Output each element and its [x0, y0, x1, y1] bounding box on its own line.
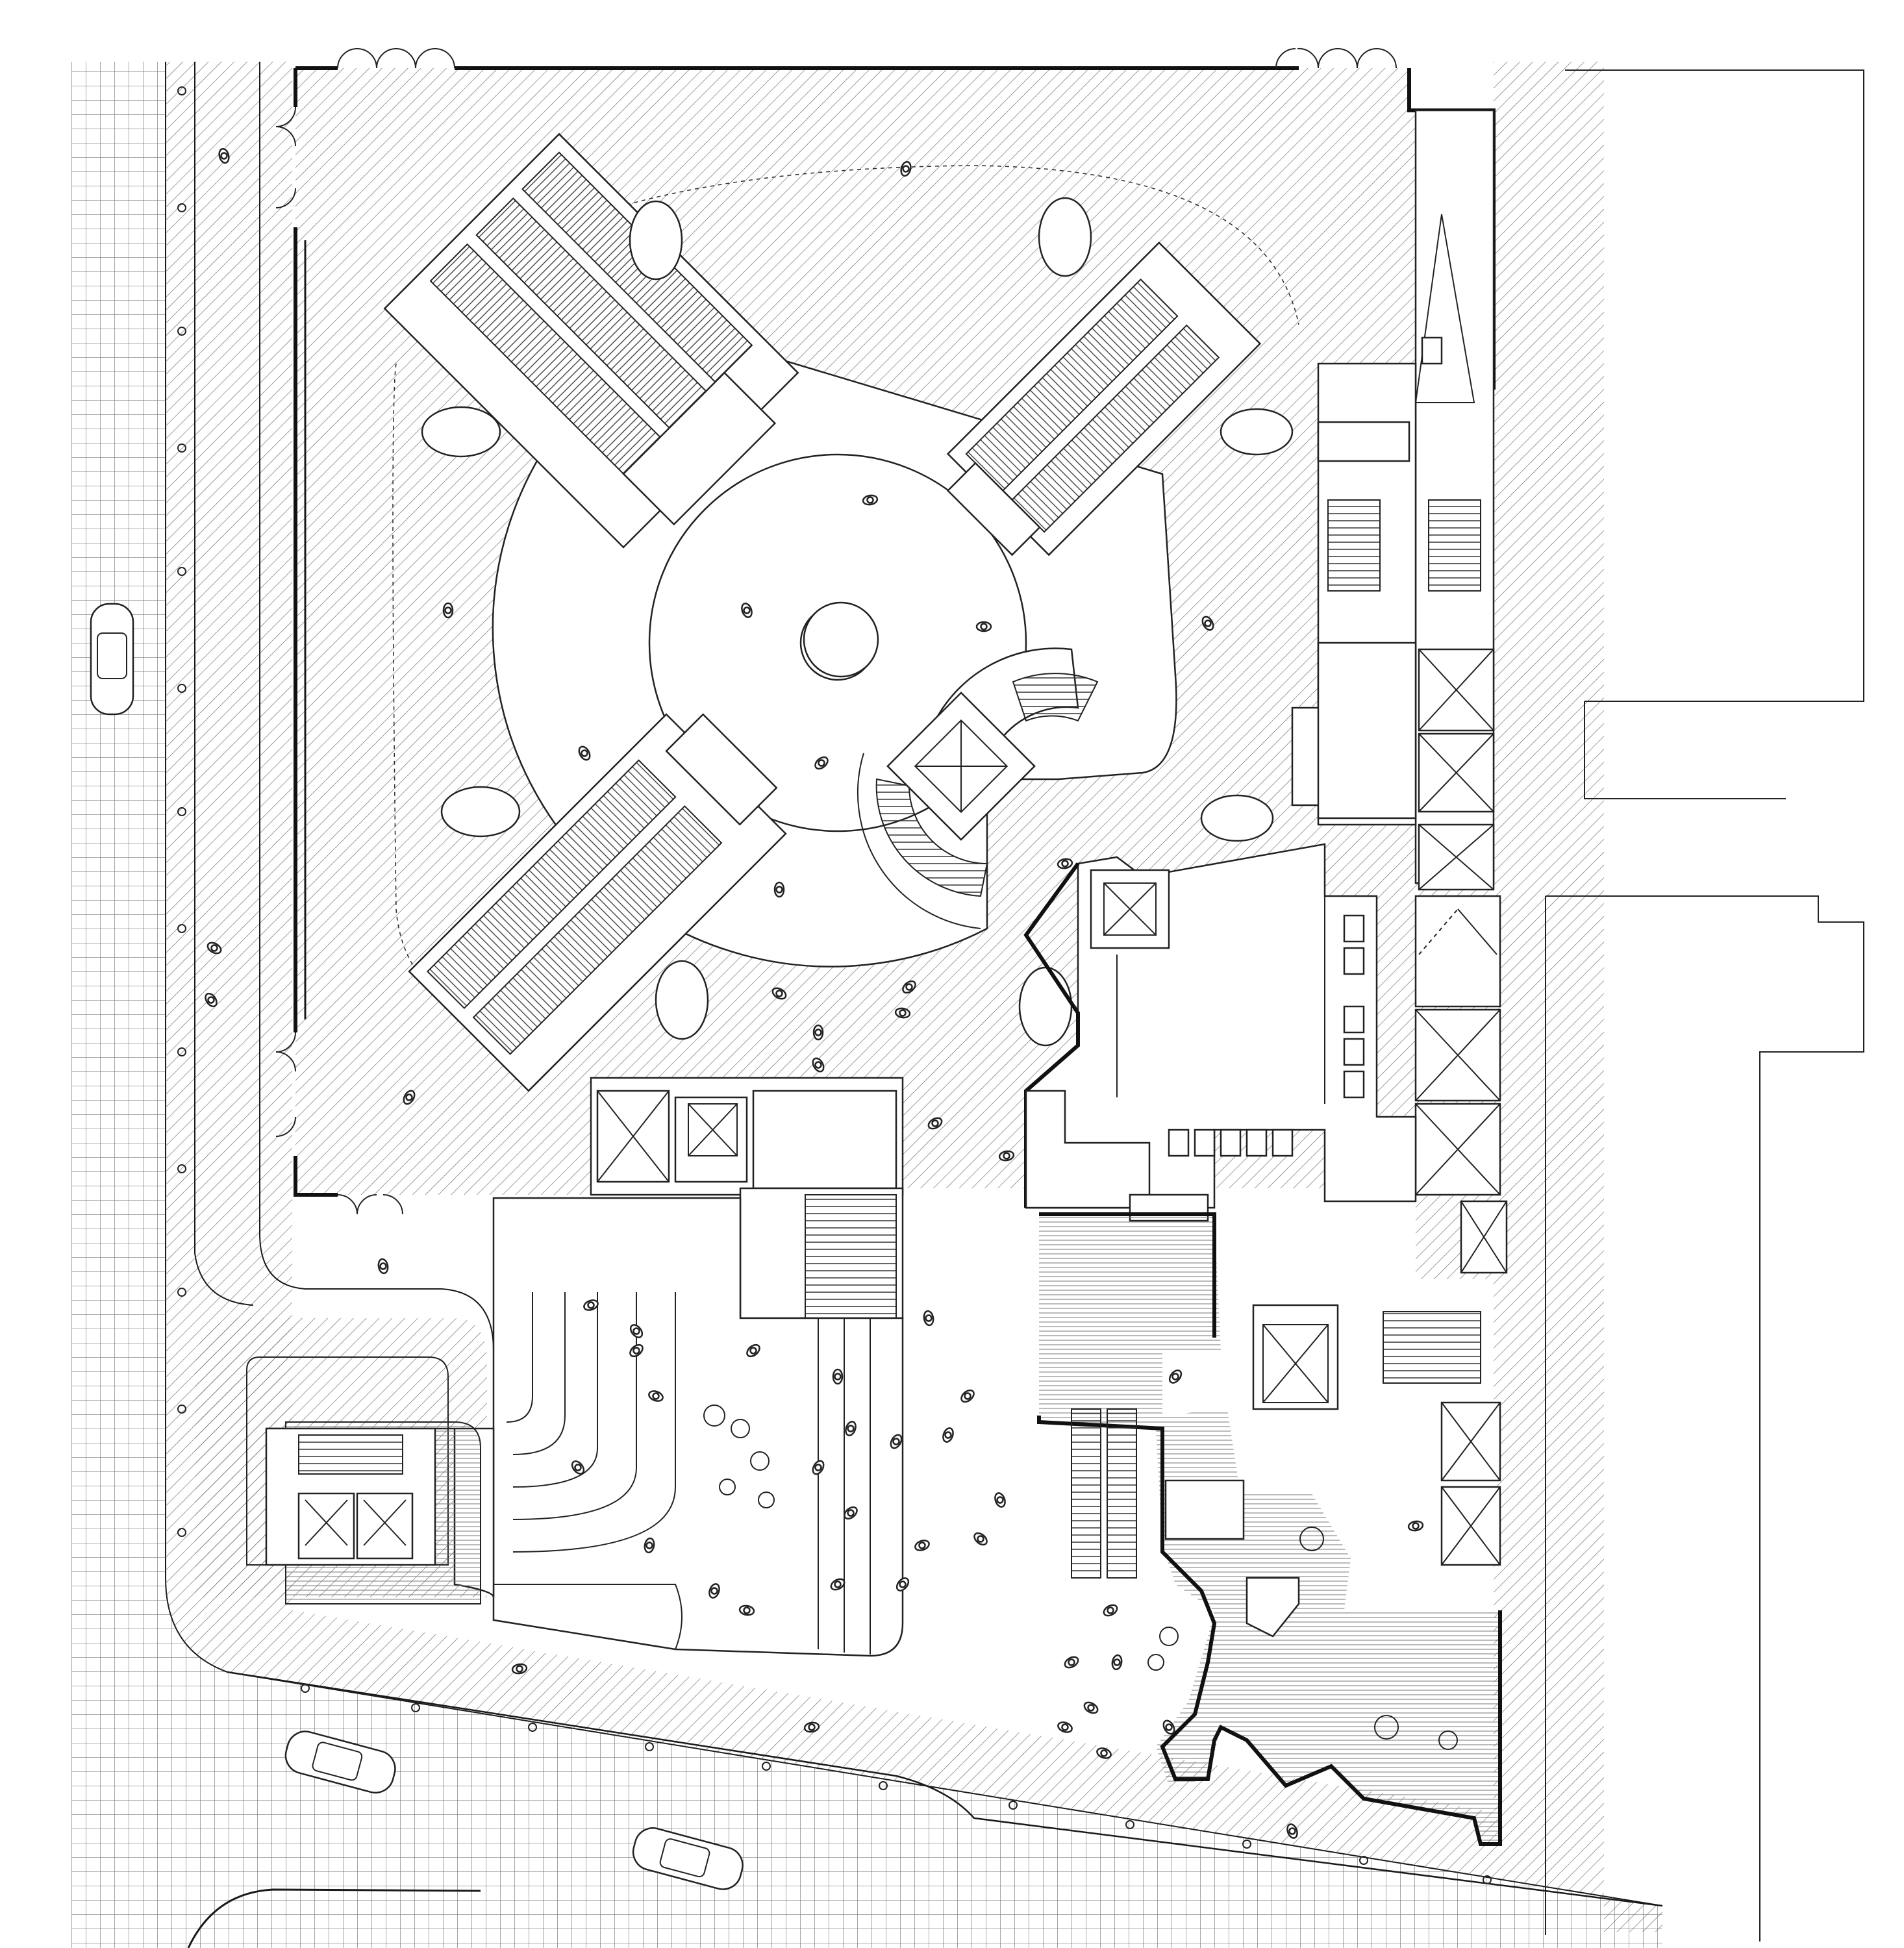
people	[205, 147, 1424, 1839]
person-icon	[900, 160, 912, 177]
person-icon	[1064, 1656, 1079, 1669]
elevator-shaft-icon	[1460, 1200, 1508, 1274]
person-icon	[403, 1090, 416, 1105]
person-icon	[803, 1721, 820, 1733]
person-icon	[1201, 616, 1214, 631]
person-icon	[814, 756, 829, 770]
person-icon	[862, 494, 879, 506]
neighbour-buildings	[1545, 69, 1864, 1942]
person-icon	[845, 1421, 857, 1436]
person-icon	[746, 1343, 760, 1358]
left-pavilion	[195, 1318, 495, 1605]
car-icon	[284, 1730, 396, 1794]
person-icon	[998, 1150, 1015, 1162]
sunken-plaza	[492, 1197, 904, 1657]
person-icon	[830, 1578, 846, 1591]
person-icon	[894, 1007, 911, 1019]
person-icon	[511, 1663, 528, 1675]
person-icon	[578, 745, 591, 761]
person-icon	[812, 1057, 825, 1073]
car-icon	[90, 603, 134, 716]
person-icon	[1103, 1604, 1118, 1617]
person-icon	[218, 147, 230, 164]
person-icon	[741, 603, 753, 618]
person-icon	[571, 1460, 585, 1475]
person-icon	[942, 1427, 954, 1443]
car-icon	[632, 1827, 744, 1890]
person-icon	[994, 1492, 1006, 1508]
person-icon	[207, 942, 222, 955]
person-icon	[973, 1532, 988, 1546]
person-icon	[648, 1390, 664, 1402]
person-icon	[914, 1540, 930, 1551]
person-icon	[629, 1343, 644, 1358]
elevator-shaft-icon	[1414, 1008, 1501, 1102]
person-icon	[1096, 1747, 1112, 1759]
person-icon	[1083, 1701, 1099, 1714]
escalator-arm-ne	[946, 241, 1262, 556]
person-icon	[442, 602, 454, 619]
toilet-stalls	[1168, 914, 1365, 1157]
elevator-shaft-icon	[596, 1090, 670, 1183]
person-icon	[738, 1605, 755, 1616]
person-icon	[812, 1024, 824, 1041]
person-icon	[902, 980, 916, 994]
elevator-shaft-icon	[1440, 1401, 1501, 1482]
elevator-shaft-icon	[1440, 1486, 1501, 1566]
person-icon	[923, 1310, 934, 1327]
bollards	[177, 86, 1492, 1884]
elevator-bank-right	[1414, 648, 1508, 1274]
elevator-shaft-icon	[1418, 823, 1495, 891]
person-icon	[205, 992, 218, 1008]
elevator-shaft-icon	[1414, 1103, 1501, 1196]
sidewalk	[166, 62, 1663, 1932]
person-icon	[975, 621, 992, 632]
elevator-shaft-icon	[1418, 648, 1495, 732]
person-icon	[377, 1258, 389, 1275]
person-icon	[1168, 1369, 1183, 1384]
elevator-shaft-icon	[1262, 1324, 1329, 1403]
elevator-shaft-icon	[886, 692, 1036, 841]
person-icon	[890, 1434, 903, 1449]
person-icon	[832, 1368, 844, 1385]
person-icon	[629, 1324, 644, 1338]
elevator-shaft-icon	[674, 1096, 748, 1183]
person-icon	[771, 987, 787, 1000]
person-icon	[1057, 858, 1073, 869]
retail-wing	[1037, 1212, 1502, 1846]
person-icon	[583, 1299, 599, 1311]
person-icon	[927, 1117, 943, 1130]
person-icon	[896, 1577, 910, 1592]
person-icon	[773, 881, 785, 898]
elevator-shaft-icon	[1090, 869, 1170, 949]
person-icon	[708, 1583, 720, 1599]
plaza-furniture	[703, 1405, 1458, 1750]
person-icon	[1057, 1721, 1073, 1733]
elevator-shaft-icon	[297, 1492, 355, 1560]
person-icon	[960, 1389, 975, 1403]
person-icon	[1286, 1823, 1298, 1839]
person-icon	[812, 1460, 825, 1475]
person-icon	[844, 1506, 858, 1520]
elevator-shaft-icon	[1414, 895, 1501, 1008]
person-icon	[644, 1537, 655, 1554]
elevator-shaft-icon	[1418, 732, 1495, 813]
person-icon	[1111, 1654, 1123, 1671]
escalator-arm-sw	[408, 713, 787, 1092]
person-icon	[1162, 1719, 1175, 1735]
elevator-shaft-icon	[356, 1492, 414, 1560]
person-icon	[1407, 1520, 1424, 1532]
